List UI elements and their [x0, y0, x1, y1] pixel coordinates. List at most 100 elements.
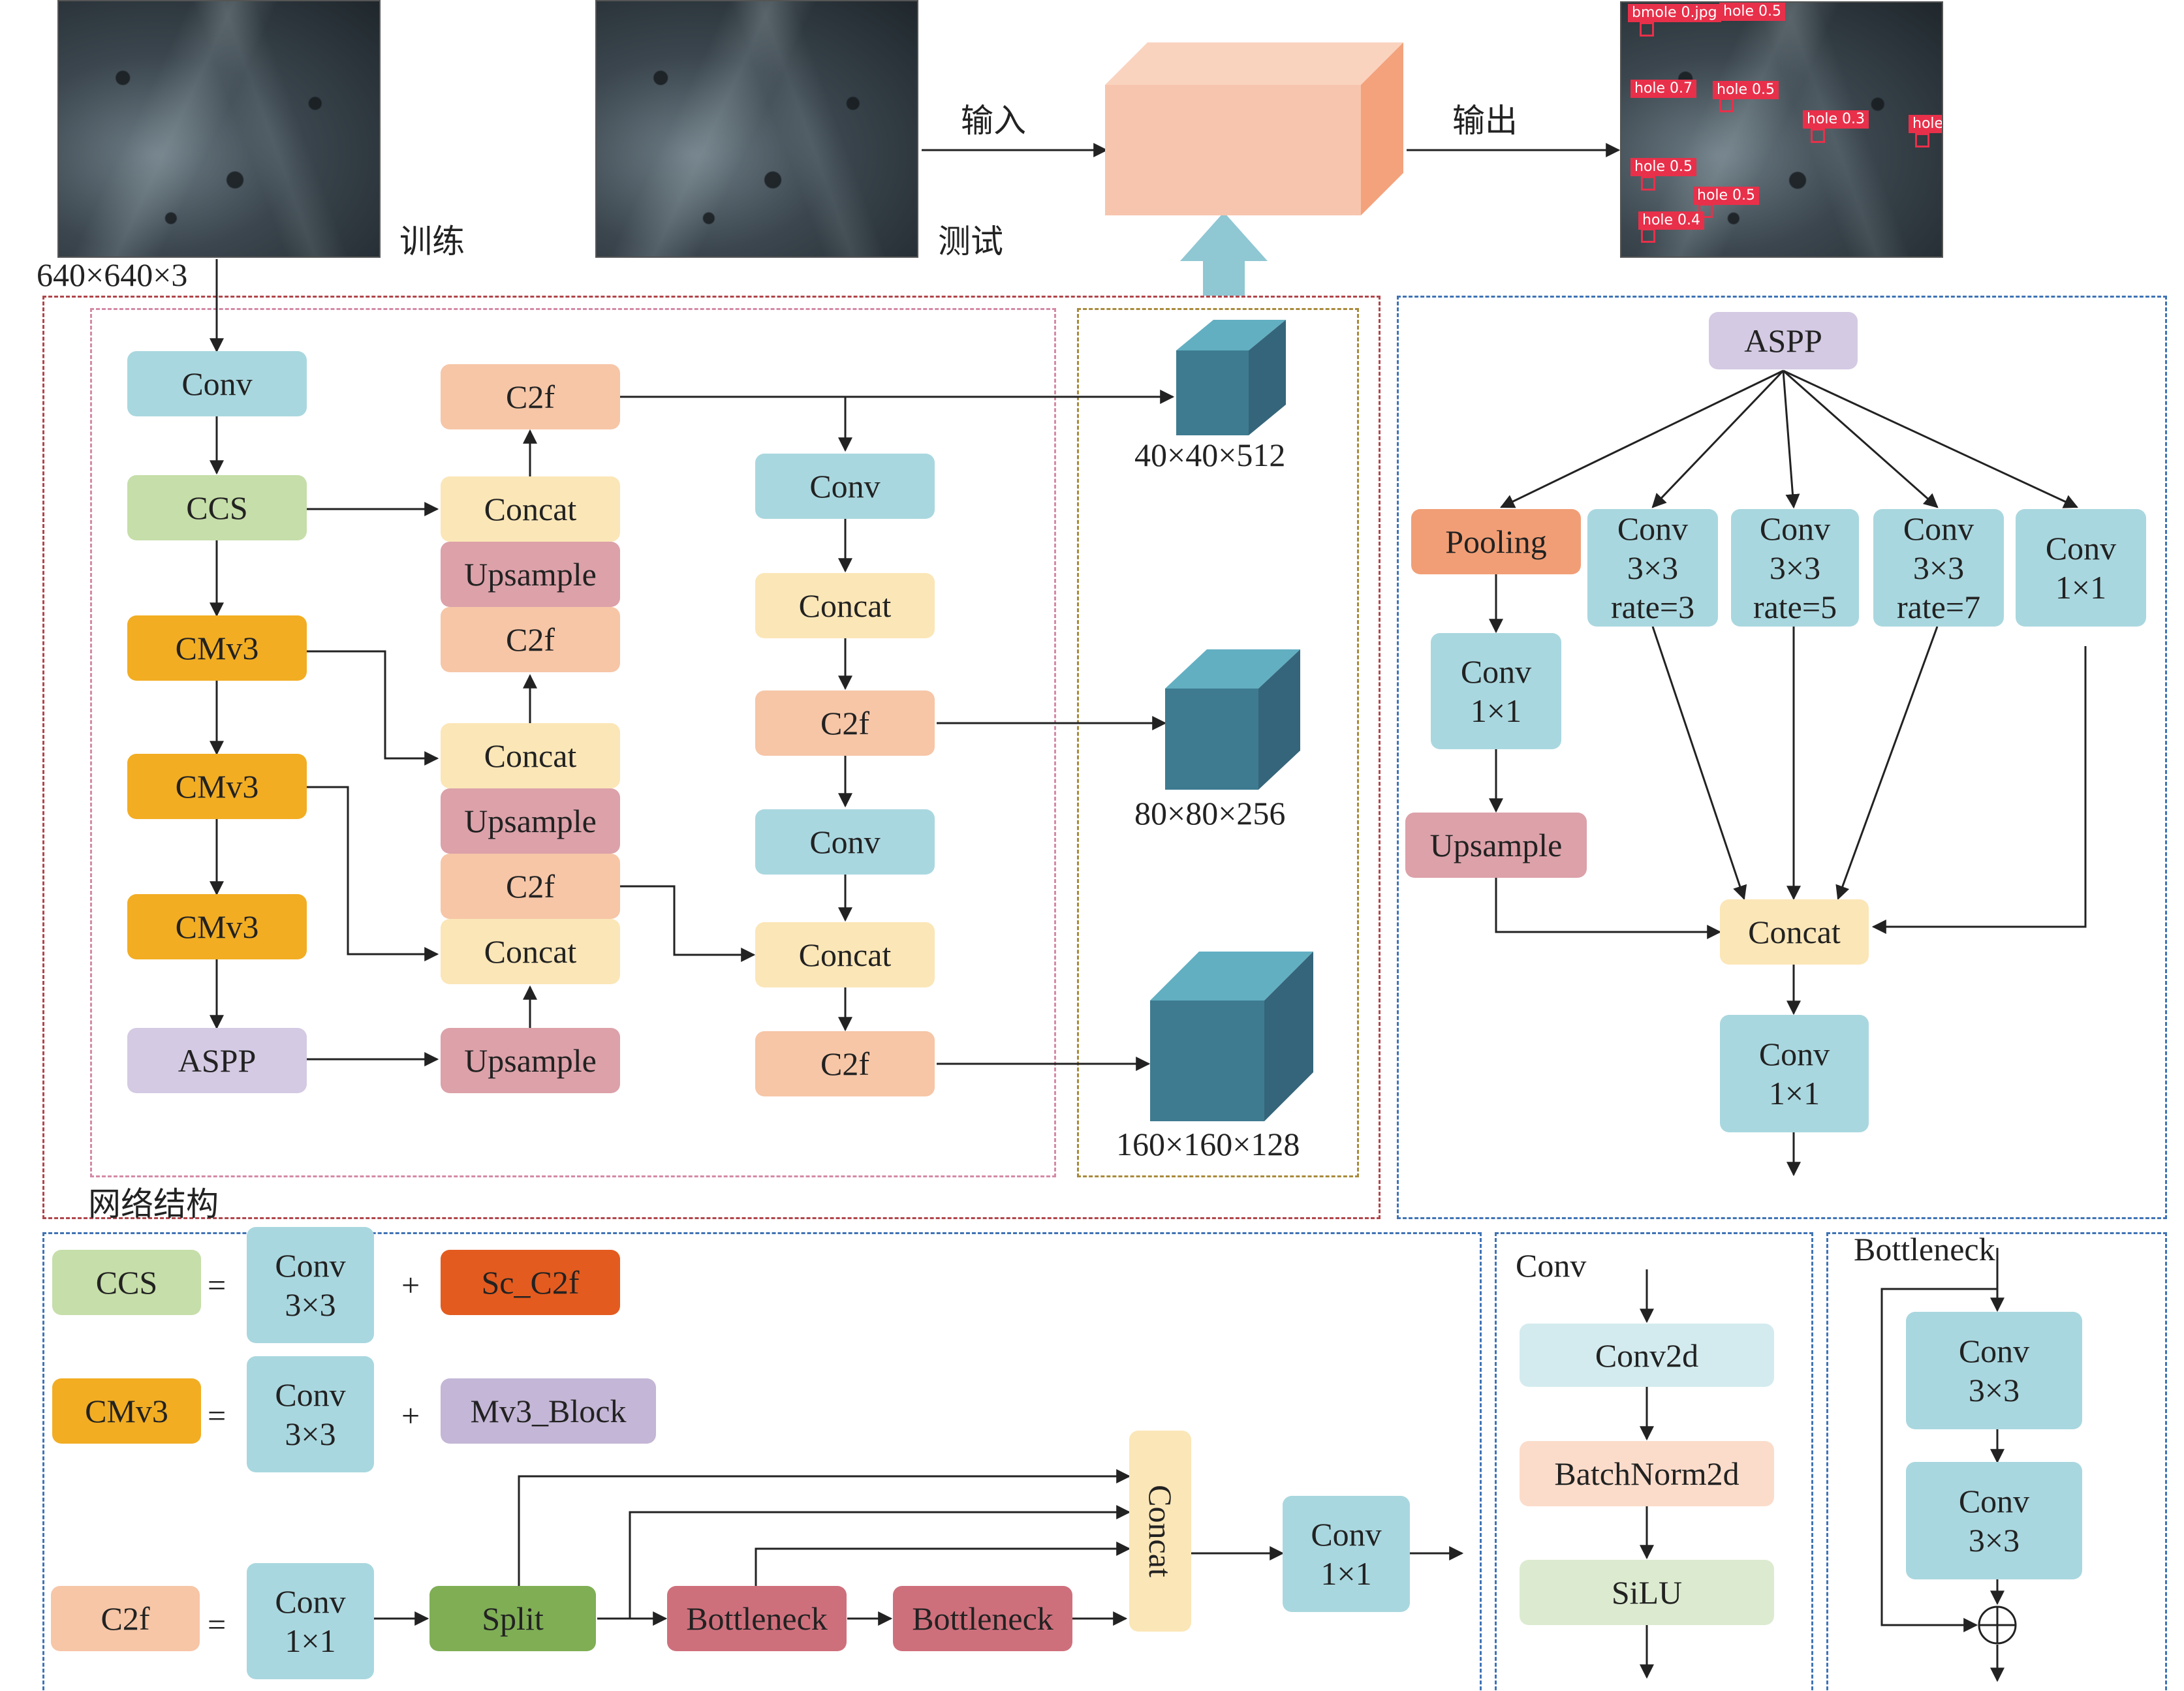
detection-label: bmole 0.jpg [1628, 4, 1721, 22]
legend-line: 1×1 [285, 1622, 336, 1659]
aspp-pooling: Pooling [1411, 509, 1581, 574]
legend-cmv3-eq: = [208, 1397, 226, 1434]
legend-line: 3×3 [285, 1286, 336, 1323]
neck-c2f-low: C2f [441, 854, 620, 919]
legend-ccs-eq: = [208, 1267, 226, 1303]
network-section-label: 网络结构 [88, 1185, 219, 1223]
bottleneck-line: Conv [1958, 1483, 2030, 1519]
branch-line: Conv [1903, 510, 1974, 547]
backbone-aspp: ASPP [127, 1028, 307, 1093]
train-image [57, 0, 381, 258]
legend-ccs-conv: Conv 3×3 [247, 1227, 374, 1343]
legend-split: Split [429, 1586, 596, 1651]
backbone-cmv3-1: CMv3 [127, 615, 307, 681]
branch-line: 3×3 [1912, 550, 1965, 586]
test-image [595, 0, 918, 258]
conv-detail-conv2d: Conv2d [1520, 1324, 1774, 1387]
aspp-concat: Concat [1720, 899, 1869, 965]
legend-c2f: C2f [51, 1586, 200, 1651]
aspp-title-box: ASPP [1709, 312, 1858, 369]
neck-concat-1: Concat [441, 476, 620, 542]
neck-upsample-3: Upsample [441, 1028, 620, 1093]
conv-frame [1495, 1232, 1813, 1691]
legend-bottleneck-2: Bottleneck [893, 1586, 1072, 1651]
legend-c2f-conv-out: Conv 1×1 [1283, 1496, 1410, 1612]
backbone-cmv3-2: CMv3 [127, 754, 307, 819]
test-label: 测试 [938, 223, 1003, 260]
detection-box [1811, 129, 1825, 143]
legend-cmv3-conv: Conv 3×3 [247, 1356, 374, 1472]
aspp-branch-rate7: Conv 3×3 rate=7 [1873, 509, 2004, 627]
bottleneck-line: Conv [1958, 1333, 2030, 1369]
legend-line: 3×3 [285, 1416, 336, 1452]
branch-line: 3×3 [1769, 550, 1821, 586]
branch-line: rate=7 [1896, 589, 1981, 625]
detection-box [1719, 98, 1734, 112]
bottleneck-line: 3×3 [1968, 1372, 2020, 1408]
detection-label: hole 0.5 [1719, 3, 1786, 21]
detection-label: hole 0.3 [1803, 110, 1869, 129]
backbone-conv: Conv [127, 351, 307, 416]
head-concat-1: Concat [755, 573, 935, 638]
input-size-label: 640×640×3 [37, 256, 188, 293]
legend-line: 1×1 [1320, 1555, 1372, 1592]
backbone-ccs: CCS [127, 475, 307, 540]
legend-cmv3: CMv3 [52, 1378, 201, 1444]
cube-40 [1176, 320, 1286, 435]
detection-box [1698, 204, 1713, 218]
bottleneck-frame [1826, 1232, 2167, 1691]
legend-ccs-plus: + [401, 1267, 420, 1303]
branch-line: rate=5 [1753, 589, 1837, 625]
neck-c2f-top: C2f [441, 364, 620, 429]
aspp-branch-rate3: Conv 3×3 rate=3 [1587, 509, 1718, 627]
bottleneck-conv-2: Conv 3×3 [1906, 1462, 2082, 1579]
model-block [1105, 42, 1403, 215]
detection-label: hole 0.7 [1630, 80, 1697, 98]
aspp-frame [1397, 296, 2167, 1219]
output-frame [1077, 308, 1359, 1177]
branch-line: 1×1 [2055, 569, 2107, 606]
legend-concat-text: Concat [1142, 1485, 1179, 1577]
detection-label: hole 0.4 [1638, 211, 1705, 230]
up-arrow [1180, 212, 1268, 296]
aspp-conv-out-line1: Conv [1758, 1036, 1830, 1072]
network-frame [42, 296, 1381, 1219]
legend-line: Conv [1311, 1516, 1382, 1553]
aspp-conv-out-line2: 1×1 [1768, 1075, 1820, 1111]
branch-line: rate=3 [1610, 589, 1695, 625]
neck-concat-2: Concat [441, 723, 620, 788]
neck-concat-3: Concat [441, 919, 620, 984]
head-conv-1: Conv [755, 454, 935, 519]
neck-frame [90, 308, 1056, 1177]
legend-cmv3-plus: + [401, 1397, 420, 1434]
legend-sc-c2f: Sc_C2f [441, 1250, 620, 1315]
conv-detail-title: Conv [1516, 1247, 1587, 1284]
aspp-branch-1x1: Conv 1×1 [2016, 509, 2146, 627]
legend-line: Conv [275, 1376, 346, 1413]
result-image: bmole 0.jpg hole 0.5 hole 0.7 hole 0.5 h… [1620, 1, 1943, 258]
head-c2f-1: C2f [755, 690, 935, 756]
branch-line: Conv [1617, 510, 1689, 547]
detection-box [1915, 133, 1929, 147]
legend-ccs: CCS [52, 1250, 201, 1315]
output-size-160: 160×160×128 [1116, 1126, 1300, 1162]
legend-line: Conv [275, 1247, 346, 1284]
head-conv-2: Conv [755, 809, 935, 875]
output-size-40: 40×40×512 [1134, 437, 1286, 473]
aspp-pool-conv: Conv 1×1 [1431, 633, 1561, 749]
branch-line: Conv [2045, 530, 2117, 566]
head-c2f-2: C2f [755, 1031, 935, 1096]
aspp-pool-conv-line2: 1×1 [1470, 692, 1522, 729]
conv-detail-batchnorm: BatchNorm2d [1520, 1441, 1774, 1506]
cube-160 [1150, 952, 1313, 1121]
bottleneck-conv-1: Conv 3×3 [1906, 1312, 2082, 1429]
aspp-conv-out: Conv 1×1 [1720, 1015, 1869, 1132]
train-label: 训练 [399, 223, 465, 260]
legend-bottleneck-1: Bottleneck [667, 1586, 847, 1651]
legend-mv3-block: Mv3_Block [441, 1378, 656, 1444]
aspp-upsample: Upsample [1405, 813, 1587, 878]
detection-label: hole [1909, 115, 1942, 133]
aspp-branch-rate5: Conv 3×3 rate=5 [1731, 509, 1859, 627]
legend-concat: Concat [1129, 1431, 1191, 1632]
